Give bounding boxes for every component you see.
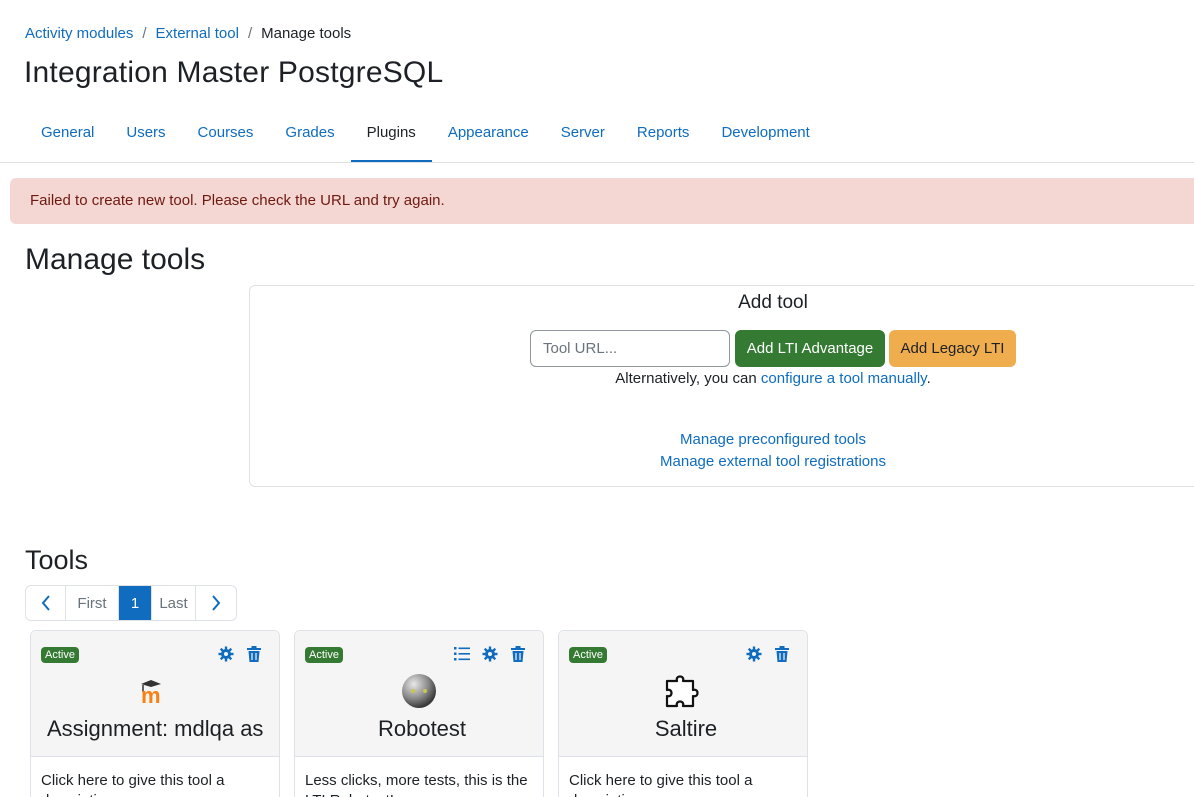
gear-icon[interactable]	[217, 644, 235, 664]
tab-grades[interactable]: Grades	[285, 124, 335, 141]
pagination-page-1[interactable]: 1	[119, 586, 152, 620]
nav-divider	[0, 162, 1194, 163]
page-title: Integration Master PostgreSQL	[24, 56, 444, 89]
tool-card: Active Saltire Click here to give this t…	[558, 630, 808, 797]
tab-appearance[interactable]: Appearance	[447, 124, 529, 141]
tool-name: Assignment: mdlqa as	[47, 716, 264, 741]
pagination-first[interactable]: First	[66, 586, 119, 620]
chevron-right-icon[interactable]	[196, 586, 236, 620]
tab-server[interactable]: Server	[560, 124, 605, 141]
status-badge: Active	[569, 647, 607, 663]
breadcrumb-current: Manage tools	[261, 24, 352, 42]
tool-card: Active m Assignment: mdlqa as Click here…	[30, 630, 280, 797]
tab-plugins[interactable]: Plugins	[350, 112, 433, 163]
status-badge: Active	[41, 647, 79, 663]
add-lti-advantage-button[interactable]: Add LTI Advantage	[735, 330, 885, 367]
tab-reports[interactable]: Reports	[636, 124, 690, 141]
manage-preconfigured-tools-link[interactable]: Manage preconfigured tools	[680, 431, 866, 448]
tool-name: Robotest	[377, 716, 467, 741]
tool-card: Active Robotest Less clicks, more tests,…	[294, 630, 544, 797]
alternative-text-prefix: Alternatively, you can	[615, 370, 761, 387]
tools-heading: Tools	[25, 545, 89, 575]
robot-ball-logo	[295, 673, 543, 709]
tool-description: Less clicks, more tests, this is the LTI…	[305, 772, 528, 797]
status-badge: Active	[305, 647, 343, 663]
add-tool-title: Add tool	[738, 292, 808, 313]
pagination: First 1 Last	[25, 585, 237, 621]
list-icon[interactable]	[453, 644, 471, 664]
trash-icon[interactable]	[245, 644, 263, 664]
breadcrumb-separator: /	[142, 24, 147, 42]
tool-url-input[interactable]	[530, 330, 730, 367]
chevron-left-icon[interactable]	[26, 586, 66, 620]
tab-users[interactable]: Users	[126, 124, 166, 141]
alternative-text: Alternatively, you can configure a tool …	[250, 370, 1194, 387]
tab-development[interactable]: Development	[721, 124, 810, 141]
add-legacy-lti-button[interactable]: Add Legacy LTI	[889, 330, 1016, 367]
trash-icon[interactable]	[509, 644, 527, 664]
tab-general[interactable]: General	[41, 124, 95, 141]
configure-manually-link[interactable]: configure a tool manually	[760, 370, 927, 387]
admin-nav-tabs: General Users Courses Grades Plugins App…	[25, 112, 826, 163]
alternative-text-suffix: .	[926, 370, 931, 387]
gear-icon[interactable]	[745, 644, 763, 664]
manage-tool-registrations-link[interactable]: Manage external tool registrations	[660, 453, 886, 470]
moodle-logo: m	[31, 673, 279, 709]
manage-links: Manage preconfigured tools Manage extern…	[250, 429, 1194, 473]
tool-description[interactable]: Click here to give this tool a descripti…	[41, 772, 225, 797]
add-tool-panel: Add tool Add LTI Advantage Add Legacy LT…	[249, 285, 1194, 487]
gear-icon[interactable]	[481, 644, 499, 664]
tool-description[interactable]: Click here to give this tool a descripti…	[569, 772, 753, 797]
manage-tools-heading: Manage tools	[25, 243, 206, 276]
trash-icon[interactable]	[773, 644, 791, 664]
breadcrumb-activity-modules[interactable]: Activity modules	[25, 24, 134, 42]
breadcrumb-external-tool[interactable]: External tool	[155, 24, 239, 42]
tool-name: Saltire	[654, 716, 718, 741]
svg-text:m: m	[141, 683, 161, 704]
error-alert: Failed to create new tool. Please check …	[10, 178, 1194, 224]
error-alert-message: Failed to create new tool. Please check …	[30, 192, 445, 209]
pagination-last[interactable]: Last	[152, 586, 196, 620]
tab-courses[interactable]: Courses	[197, 124, 254, 141]
breadcrumb: Activity modules / External tool / Manag…	[25, 22, 351, 44]
puzzle-icon	[559, 673, 807, 709]
breadcrumb-separator: /	[247, 24, 253, 42]
